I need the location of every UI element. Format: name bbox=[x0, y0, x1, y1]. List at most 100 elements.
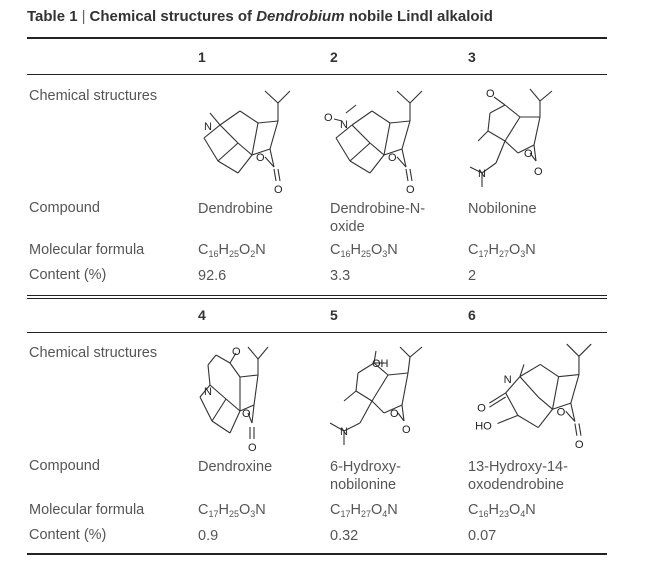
element-count: 17 bbox=[340, 509, 351, 519]
row-label-compound: Compound bbox=[29, 458, 100, 474]
atom-label: O bbox=[557, 406, 566, 418]
title-text-end: nobile Lindl alkaloid bbox=[344, 8, 493, 25]
element-symbol: N bbox=[255, 242, 266, 258]
structure-dendroxine: N O O O bbox=[199, 346, 269, 454]
element-count: 2 bbox=[250, 249, 256, 259]
element-symbol: O bbox=[239, 502, 251, 518]
row-label-formula: Molecular formula bbox=[29, 502, 145, 518]
atom-label: O bbox=[486, 88, 495, 100]
element-count: 25 bbox=[360, 249, 371, 259]
atom-label: O bbox=[390, 408, 399, 420]
title-text: Chemical structures of bbox=[89, 8, 257, 25]
title-italic: Dendrobium bbox=[256, 8, 345, 25]
element-symbol: C bbox=[330, 502, 341, 518]
molecular-formula: C16H23O4N bbox=[468, 502, 536, 519]
column-number: 3 bbox=[468, 49, 476, 65]
element-count: 23 bbox=[498, 509, 509, 519]
compound-name: Dendrobine bbox=[198, 201, 273, 217]
content-value: 0.07 bbox=[468, 528, 497, 544]
row-label-formula: Molecular formula bbox=[29, 242, 145, 258]
atom-label: N bbox=[478, 168, 486, 180]
element-count: 3 bbox=[520, 249, 526, 259]
atom-label: N bbox=[504, 374, 512, 386]
element-symbol: O bbox=[371, 242, 383, 258]
element-symbol: H bbox=[350, 502, 361, 518]
element-symbol: H bbox=[350, 242, 361, 258]
content-value: 92.6 bbox=[198, 268, 227, 284]
atom-label: N bbox=[340, 426, 348, 438]
atom-label: O bbox=[524, 148, 533, 160]
compound-name: 13-Hydroxy-14-oxodendrobine bbox=[468, 459, 568, 493]
compound-name: Nobilonine bbox=[468, 201, 537, 217]
element-symbol: N bbox=[255, 502, 266, 518]
structure-6-hydroxy-nobilonine: OH N O O bbox=[329, 346, 423, 445]
block-divider-a bbox=[27, 295, 607, 296]
structure-nobilonine: O N O O bbox=[469, 88, 553, 187]
row-label-content: Content (%) bbox=[29, 527, 107, 543]
element-symbol: N bbox=[387, 242, 398, 258]
element-symbol: H bbox=[488, 502, 499, 518]
element-count: 16 bbox=[340, 249, 351, 259]
row-label-compound: Compound bbox=[29, 200, 100, 216]
element-count: 3 bbox=[382, 249, 388, 259]
compound-name: Dendrobine-N-oxide bbox=[330, 201, 426, 235]
element-symbol: C bbox=[198, 242, 209, 258]
block-divider-b bbox=[27, 298, 607, 299]
element-symbol: N bbox=[387, 502, 398, 518]
content-value: 3.3 bbox=[330, 268, 351, 284]
element-symbol: O bbox=[509, 242, 521, 258]
element-symbol: O bbox=[509, 502, 521, 518]
atom-label: N bbox=[204, 121, 212, 133]
molecular-formula: C17H27O3N bbox=[468, 242, 536, 259]
header-rule-1 bbox=[27, 74, 607, 75]
top-rule bbox=[27, 37, 607, 39]
structure-dendrobine-n-oxide: O N O O bbox=[324, 90, 423, 196]
column-number: 4 bbox=[198, 307, 206, 323]
content-value: 0.32 bbox=[330, 528, 359, 544]
content-value: 2 bbox=[468, 268, 477, 284]
element-count: 4 bbox=[382, 509, 388, 519]
atom-label: N bbox=[340, 119, 348, 131]
element-symbol: H bbox=[488, 242, 499, 258]
element-symbol: O bbox=[239, 242, 251, 258]
element-symbol: C bbox=[468, 502, 479, 518]
atom-label: O bbox=[248, 442, 257, 454]
element-count: 27 bbox=[360, 509, 371, 519]
compound-name: 6-Hydroxy-nobilonine bbox=[330, 459, 401, 493]
element-count: 16 bbox=[208, 249, 219, 259]
structure-dendrobine: N O O bbox=[203, 90, 291, 196]
content-value: 0.9 bbox=[198, 528, 219, 544]
element-symbol: O bbox=[371, 502, 383, 518]
atom-label: O bbox=[575, 439, 584, 451]
element-symbol: C bbox=[468, 242, 479, 258]
element-count: 25 bbox=[228, 509, 239, 519]
atom-label: O bbox=[324, 112, 333, 124]
atom-label: O bbox=[232, 346, 241, 358]
atom-label: OH bbox=[372, 358, 389, 370]
element-count: 16 bbox=[478, 509, 489, 519]
table-title: Table 1|Chemical structures of Dendrobiu… bbox=[27, 8, 493, 25]
molecular-formula: C16H25O3N bbox=[330, 242, 398, 259]
column-number: 6 bbox=[468, 307, 476, 323]
table-number: Table 1 bbox=[27, 8, 78, 25]
atom-label: O bbox=[274, 184, 283, 196]
element-symbol: C bbox=[330, 242, 341, 258]
row-label-content: Content (%) bbox=[29, 267, 107, 283]
column-number: 5 bbox=[330, 307, 338, 323]
element-symbol: H bbox=[218, 242, 229, 258]
molecular-formula: C17H27O4N bbox=[330, 502, 398, 519]
column-number: 1 bbox=[198, 49, 206, 65]
row-label-structures: Chemical structures bbox=[29, 88, 158, 104]
atom-label: HO bbox=[475, 421, 492, 433]
element-symbol: C bbox=[198, 502, 209, 518]
atom-label: O bbox=[256, 152, 265, 164]
atom-label: O bbox=[477, 402, 486, 414]
atom-label: O bbox=[388, 152, 397, 164]
element-count: 17 bbox=[478, 249, 489, 259]
element-count: 3 bbox=[250, 509, 256, 519]
molecular-formula: C17H25O3N bbox=[198, 502, 266, 519]
bottom-rule bbox=[27, 553, 607, 555]
structure-13-hydroxy-14-oxodendrobine: N O HO O O bbox=[475, 343, 592, 451]
element-symbol: N bbox=[525, 502, 536, 518]
atom-label: O bbox=[402, 424, 411, 436]
